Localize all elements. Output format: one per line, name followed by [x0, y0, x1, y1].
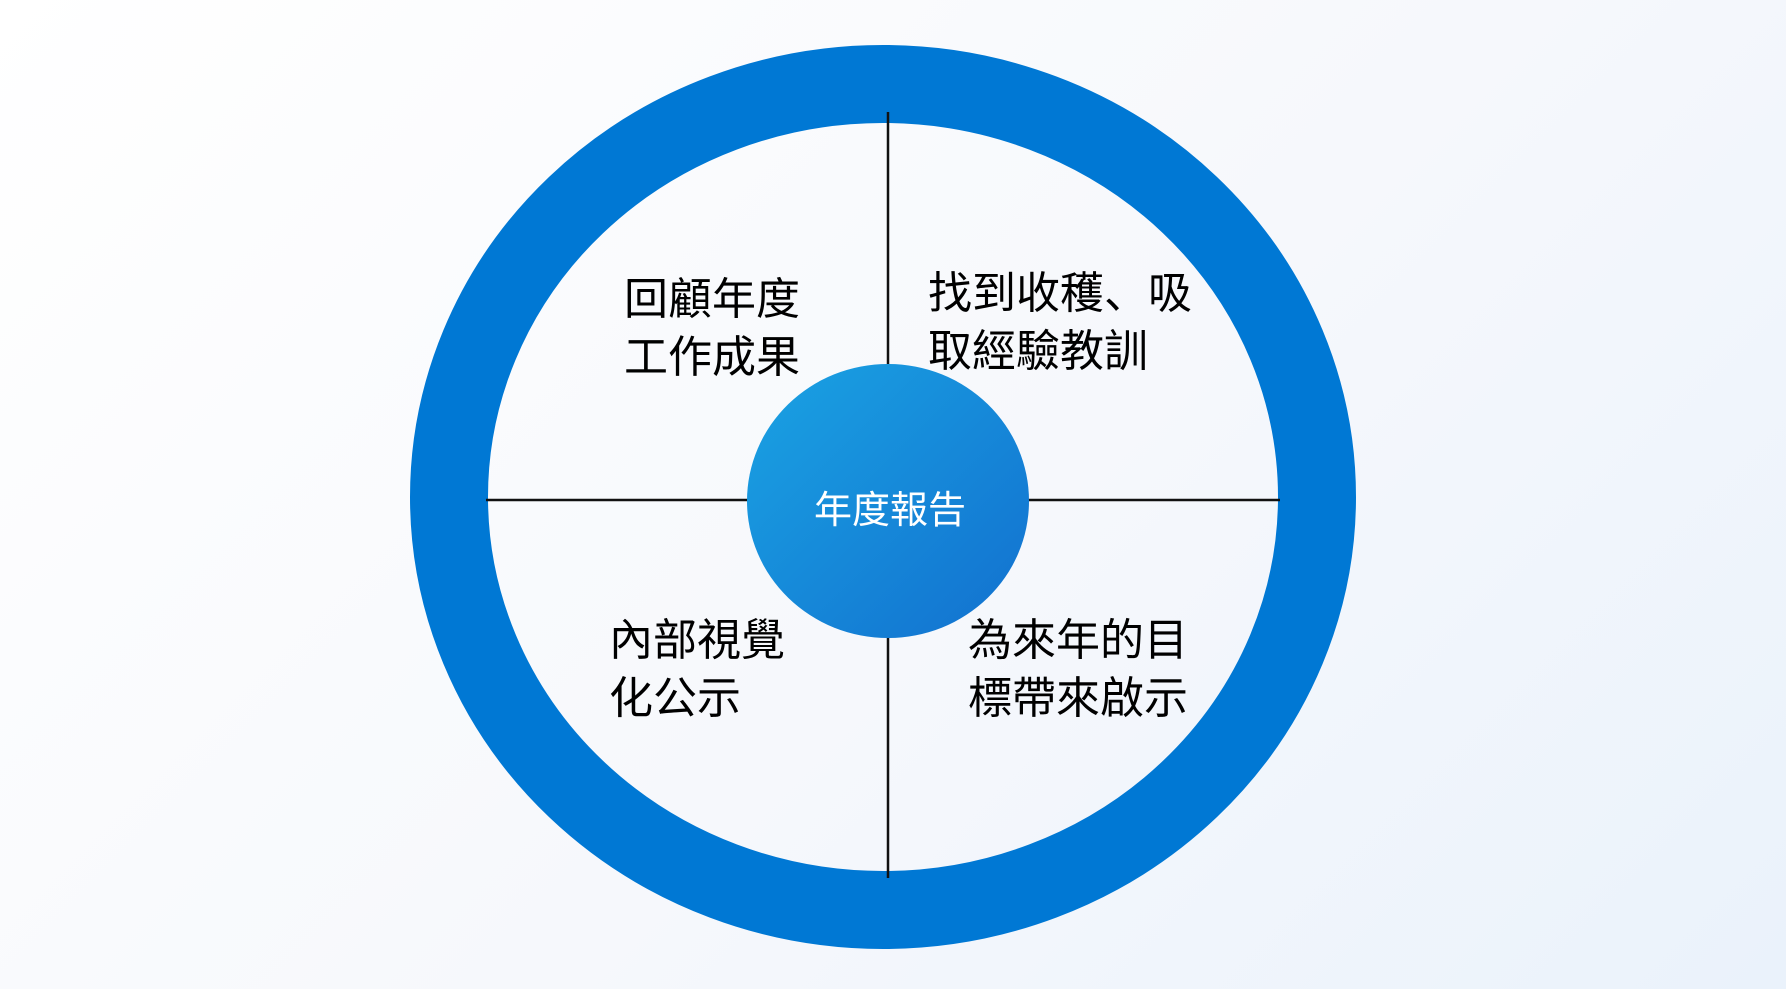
quadrant-top-right-line-2: 取經驗教訓	[928, 326, 1148, 377]
outer-ring	[410, 45, 1356, 949]
quadrant-top-left-line-1: 回顧年度	[624, 274, 800, 325]
quadrant-bottom-right-line-1: 為來年的目	[968, 615, 1188, 666]
quadrant-bottom-right: 為來年的目 標帶來啟示	[968, 612, 1188, 728]
quadrant-top-left-line-2: 工作成果	[624, 332, 800, 383]
quadrant-top-right-line-1: 找到收穫、吸	[928, 268, 1192, 319]
quadrant-top-right: 找到收穫、吸 取經驗教訓	[928, 265, 1192, 381]
quadrant-bottom-left-line-1: 內部視覺	[609, 615, 785, 666]
quadrant-bottom-right-line-2: 標帶來啟示	[968, 673, 1188, 724]
center-label: 年度報告	[813, 488, 966, 532]
quadrant-top-left: 回顧年度 工作成果	[624, 271, 800, 387]
quadrant-bottom-left-line-2: 化公示	[609, 673, 741, 724]
center-circle	[747, 364, 1029, 638]
quadrant-bottom-left: 內部視覺 化公示	[609, 612, 785, 728]
